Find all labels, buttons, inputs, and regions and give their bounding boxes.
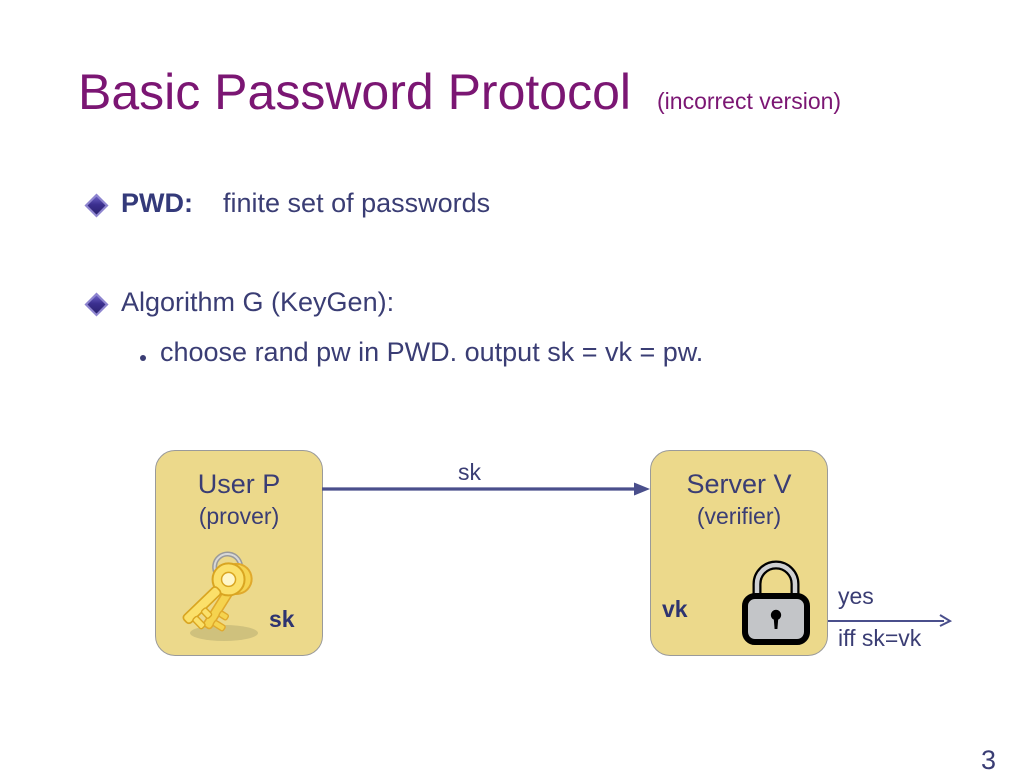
- page-number: 3: [980, 745, 996, 775]
- prover-key-label: sk: [269, 606, 295, 632]
- page-title: Basic Password Protocol: [78, 64, 632, 120]
- message-arrow: [322, 478, 652, 500]
- prover-box: User P (prover): [155, 450, 323, 656]
- bullet-item-pwd: PWD: finite set of passwords: [84, 188, 490, 219]
- output-arrow-label-below: iff sk=vk: [838, 625, 922, 651]
- verifier-box: Server V (verifier) vk: [650, 450, 828, 656]
- keys-icon: [170, 551, 274, 645]
- prover-name: User P: [197, 469, 281, 499]
- dot-bullet-icon: [140, 355, 146, 361]
- slide-title: Basic Password Protocol (incorrect versi…: [78, 66, 841, 119]
- output-arrow-label-above: yes: [838, 583, 874, 609]
- sub-bullet-text-keygen: choose rand pw in PWD. output sk = vk = …: [160, 337, 704, 367]
- verifier-name: Server V: [686, 469, 792, 499]
- bullet-body-pwd: finite set of passwords: [223, 188, 491, 218]
- verifier-key-label: vk: [662, 596, 688, 622]
- padlock-icon: [736, 556, 816, 648]
- bullet-text-pwd: PWD: finite set of passwords: [121, 188, 490, 219]
- verifier-role: (verifier): [696, 503, 782, 529]
- sub-bullet-item-keygen: choose rand pw in PWD. output sk = vk = …: [140, 337, 703, 368]
- title-subtitle: (incorrect version): [657, 88, 842, 114]
- diamond-bullet-icon: [84, 292, 109, 317]
- bullet-lead-pwd: PWD: [121, 188, 184, 218]
- bullet-item-algorithm: Algorithm G (KeyGen):: [84, 287, 395, 318]
- prover-role: (prover): [198, 503, 280, 529]
- bullet-text-algorithm: Algorithm G (KeyGen):: [121, 287, 395, 317]
- diamond-bullet-icon: [84, 193, 109, 218]
- message-arrow-label: sk: [458, 459, 481, 485]
- bullet-colon-pwd: :: [184, 188, 193, 218]
- output-arrow: [828, 611, 953, 629]
